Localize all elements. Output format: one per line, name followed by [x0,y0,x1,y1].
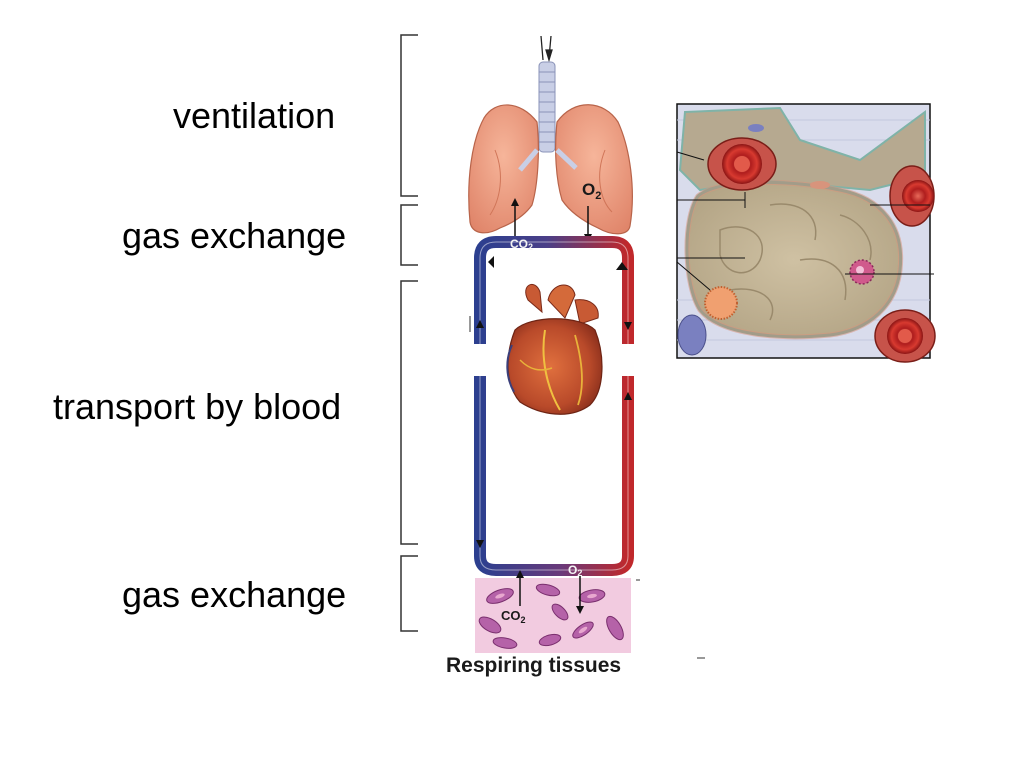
bracket-ventilation [400,34,418,197]
respiring-tissues-caption: Respiring tissues [446,654,622,677]
label-gas-exchange-lungs: gas exchange [122,215,347,256]
airflow-arrow-icon [540,35,553,63]
leader-lines [676,151,934,291]
lung-co2-label: CO2 [510,237,533,252]
heart-illustration [506,283,603,415]
trachea [538,61,556,153]
bracket-gas-exchange-tissues [400,555,418,632]
alveolus-inset [676,103,936,363]
type-ii-cell [704,286,738,320]
circulation-loop-lower [474,376,634,576]
label-gas-exchange-tissues: gas exchange [122,574,347,615]
circulation-loop-upper [474,236,634,344]
tissue-o2-vessel-label: O2 [568,563,582,578]
red-blood-cells [707,137,936,363]
label-ventilation: ventilation [173,95,336,136]
tissue-co2-label: CO2 [501,608,526,625]
bracket-transport [400,280,418,545]
lung-o2-label: O2 [582,180,601,202]
flow-arrow-icons [476,256,632,548]
label-transport-by-blood: transport by blood [53,386,342,427]
macrophage [849,259,875,285]
bracket-gas-exchange-lungs [400,204,418,266]
tissue-o2-arrow-icon [576,576,584,614]
stray-marks [469,316,705,659]
tissue-co2-arrow-icon [516,570,524,606]
respiring-tissues-illustration [475,578,631,653]
lung-co2-arrow-icon [511,198,519,236]
lungs-illustration [468,104,633,235]
